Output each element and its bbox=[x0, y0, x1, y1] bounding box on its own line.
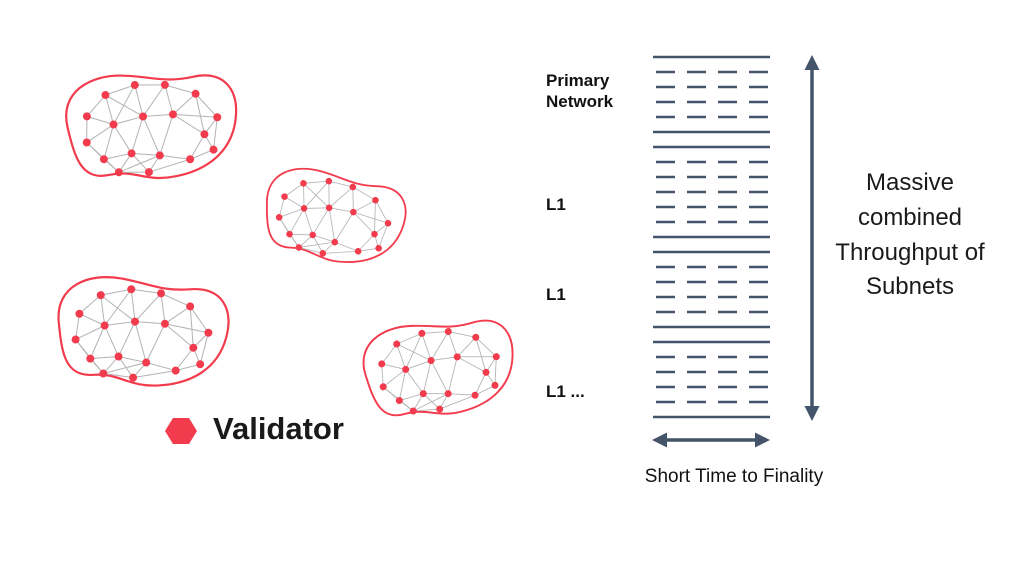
subnet-network-blob bbox=[57, 276, 230, 387]
validator-node-icon bbox=[471, 391, 479, 399]
validator-node-icon bbox=[171, 366, 180, 375]
validator-hexagon-icon bbox=[165, 418, 197, 444]
validator-node-icon bbox=[492, 353, 500, 361]
validator-node-icon bbox=[349, 183, 357, 191]
validator-node-icon bbox=[213, 113, 222, 122]
validator-node-icon bbox=[86, 354, 95, 363]
validator-node-icon bbox=[130, 317, 139, 326]
validator-node-icon bbox=[82, 112, 91, 121]
validator-node-icon bbox=[418, 329, 426, 337]
validator-node-icon bbox=[300, 180, 307, 187]
validator-node-icon bbox=[127, 285, 136, 294]
validator-node-icon bbox=[378, 360, 386, 368]
validator-node-icon bbox=[114, 168, 123, 177]
subnet-network-blob bbox=[65, 74, 238, 180]
throughput-annotation: Massive combined Throughput of Subnets bbox=[835, 169, 985, 301]
validator-node-icon bbox=[295, 244, 303, 251]
validator-node-icon bbox=[275, 214, 283, 221]
validator-node-icon bbox=[482, 368, 490, 376]
validator-node-icon bbox=[354, 247, 362, 255]
validator-node-icon bbox=[209, 145, 218, 154]
validator-node-icon bbox=[96, 291, 105, 300]
subnet-network-blob bbox=[266, 167, 407, 263]
vertical-double-arrow-icon bbox=[804, 55, 820, 421]
validator-node-icon bbox=[393, 340, 401, 348]
horizontal-double-arrow-icon bbox=[652, 432, 770, 448]
validator-node-icon bbox=[395, 397, 403, 405]
validator-legend-label: Validator bbox=[213, 411, 344, 446]
stack-label-l1-1: L1 bbox=[546, 195, 566, 214]
subnet-stack bbox=[653, 55, 770, 419]
validator-node-icon bbox=[144, 168, 153, 177]
validator-node-icon bbox=[331, 238, 339, 246]
stack-label-l1-3: L1 ... bbox=[546, 382, 585, 401]
finality-annotation: Short Time to Finality bbox=[644, 466, 824, 487]
validator-node-icon bbox=[427, 357, 435, 365]
subnet-blobs-group bbox=[57, 74, 514, 417]
validator-node-icon bbox=[444, 390, 452, 398]
validator-node-icon bbox=[196, 360, 205, 369]
validator-node-icon bbox=[75, 309, 84, 318]
validator-node-icon bbox=[325, 177, 333, 185]
validator-node-icon bbox=[71, 335, 80, 344]
validator-node-icon bbox=[350, 208, 357, 216]
validator-node-icon bbox=[168, 110, 177, 119]
validator-node-icon bbox=[157, 289, 166, 298]
validator-node-icon bbox=[286, 230, 293, 238]
validator-node-icon bbox=[402, 365, 410, 373]
validator-node-icon bbox=[82, 138, 91, 147]
validator-node-icon bbox=[436, 405, 444, 413]
validator-node-icon bbox=[200, 130, 209, 139]
validator-node-icon bbox=[160, 80, 169, 89]
validator-node-icon bbox=[281, 193, 288, 200]
validator-node-icon bbox=[101, 91, 110, 100]
validator-node-icon bbox=[384, 219, 392, 227]
validator-node-icon bbox=[139, 112, 148, 121]
validator-node-icon bbox=[99, 369, 108, 378]
validator-node-icon bbox=[127, 149, 136, 158]
validator-node-icon bbox=[419, 390, 427, 398]
stack-label-primary-network: Primary Network bbox=[546, 71, 614, 112]
validator-node-icon bbox=[129, 373, 138, 382]
validator-node-icon bbox=[371, 230, 378, 238]
validator-node-icon bbox=[444, 327, 452, 335]
validator-node-icon bbox=[186, 155, 195, 164]
validator-node-icon bbox=[375, 244, 382, 252]
validator-node-icon bbox=[130, 80, 139, 89]
validator-node-icon bbox=[204, 328, 213, 337]
validator-node-icon bbox=[186, 302, 195, 311]
validator-node-icon bbox=[491, 381, 499, 389]
validator-node-icon bbox=[409, 407, 417, 415]
validator-node-icon bbox=[189, 343, 198, 352]
validator-node-icon bbox=[99, 155, 108, 164]
validator-node-icon bbox=[372, 196, 379, 204]
validator-node-icon bbox=[300, 205, 308, 212]
subnet-network-blob bbox=[362, 319, 514, 417]
validator-node-icon bbox=[319, 250, 327, 257]
validator-node-icon bbox=[309, 231, 316, 239]
validator-node-icon bbox=[160, 319, 169, 328]
validator-node-icon bbox=[155, 151, 164, 160]
validator-node-icon bbox=[109, 120, 118, 129]
validator-node-icon bbox=[472, 333, 480, 341]
validator-node-icon bbox=[191, 89, 200, 98]
stack-label-l1-2: L1 bbox=[546, 285, 566, 304]
validator-node-icon bbox=[325, 204, 333, 212]
validator-node-icon bbox=[100, 321, 109, 330]
validator-node-icon bbox=[114, 352, 123, 361]
validator-node-icon bbox=[142, 358, 151, 367]
validator-node-icon bbox=[379, 383, 387, 391]
validator-node-icon bbox=[453, 353, 461, 361]
